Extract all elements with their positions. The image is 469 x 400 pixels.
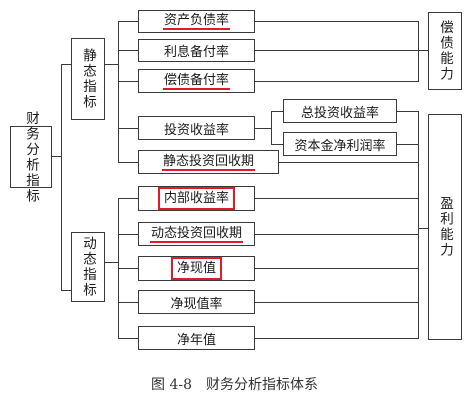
figure-caption: 图 4-8 财务分析指标体系: [151, 377, 318, 393]
connector: [254, 338, 419, 340]
connector: [254, 50, 419, 52]
return-on-investment-node: 投资收益率: [138, 116, 255, 140]
debt-service-coverage-ratio-node: 偿债备付率: [138, 69, 255, 93]
connector: [418, 50, 428, 52]
connector: [279, 162, 419, 164]
connector: [254, 302, 419, 304]
connector: [118, 128, 138, 130]
connector: [61, 64, 63, 291]
internal-rate-of-return-node: 内部收益率: [138, 186, 255, 211]
total-investment-return-node: 总投资收益率: [283, 99, 397, 123]
capital-net-profit-rate-node: 资本金净利润率: [283, 132, 397, 156]
connector: [118, 21, 120, 162]
interest-coverage-ratio-node: 利息备付率: [138, 39, 255, 62]
net-present-value-rate-node: 净现值率: [138, 290, 255, 314]
debt-asset-ratio-node: 资产负债率: [138, 10, 255, 33]
dynamic-payback-period-node: 动态投资回收期: [138, 222, 255, 246]
connector: [118, 81, 138, 83]
connector: [52, 156, 62, 158]
internal-rate-of-return-highlight: 内部收益率: [157, 187, 235, 210]
connector: [118, 198, 138, 200]
connector: [254, 128, 272, 130]
connector: [254, 81, 419, 83]
connector: [271, 144, 283, 146]
connector: [104, 262, 118, 264]
connector: [418, 21, 420, 82]
connector: [118, 50, 138, 52]
connector: [118, 162, 138, 164]
connector: [118, 234, 138, 236]
connector: [254, 198, 419, 200]
connector: [397, 144, 419, 146]
connector: [397, 111, 419, 113]
connector: [254, 268, 419, 270]
net-annual-value-node: 净年值: [138, 326, 255, 350]
connector: [271, 111, 273, 145]
connector: [61, 64, 71, 66]
profitability-node: 盈利能力: [428, 114, 462, 340]
connector: [418, 228, 428, 230]
connector: [254, 21, 419, 23]
static-payback-period-node: 静态投资回收期: [138, 150, 279, 174]
net-present-value-highlight: 净现值: [170, 257, 222, 280]
connector: [254, 234, 419, 236]
root-node: 财务分析指标: [10, 111, 52, 204]
connector: [61, 290, 71, 292]
solvency-node: 偿债能力: [428, 12, 462, 90]
connector: [118, 302, 138, 304]
static-indicators-node: 静态指标: [71, 38, 105, 120]
dynamic-indicators-node: 动态指标: [71, 232, 105, 302]
connector: [118, 21, 138, 23]
connector: [104, 64, 118, 66]
connector: [118, 268, 138, 270]
connector: [271, 111, 283, 113]
connector: [118, 338, 138, 340]
connector: [418, 111, 420, 339]
net-present-value-node: 净现值: [138, 256, 255, 281]
